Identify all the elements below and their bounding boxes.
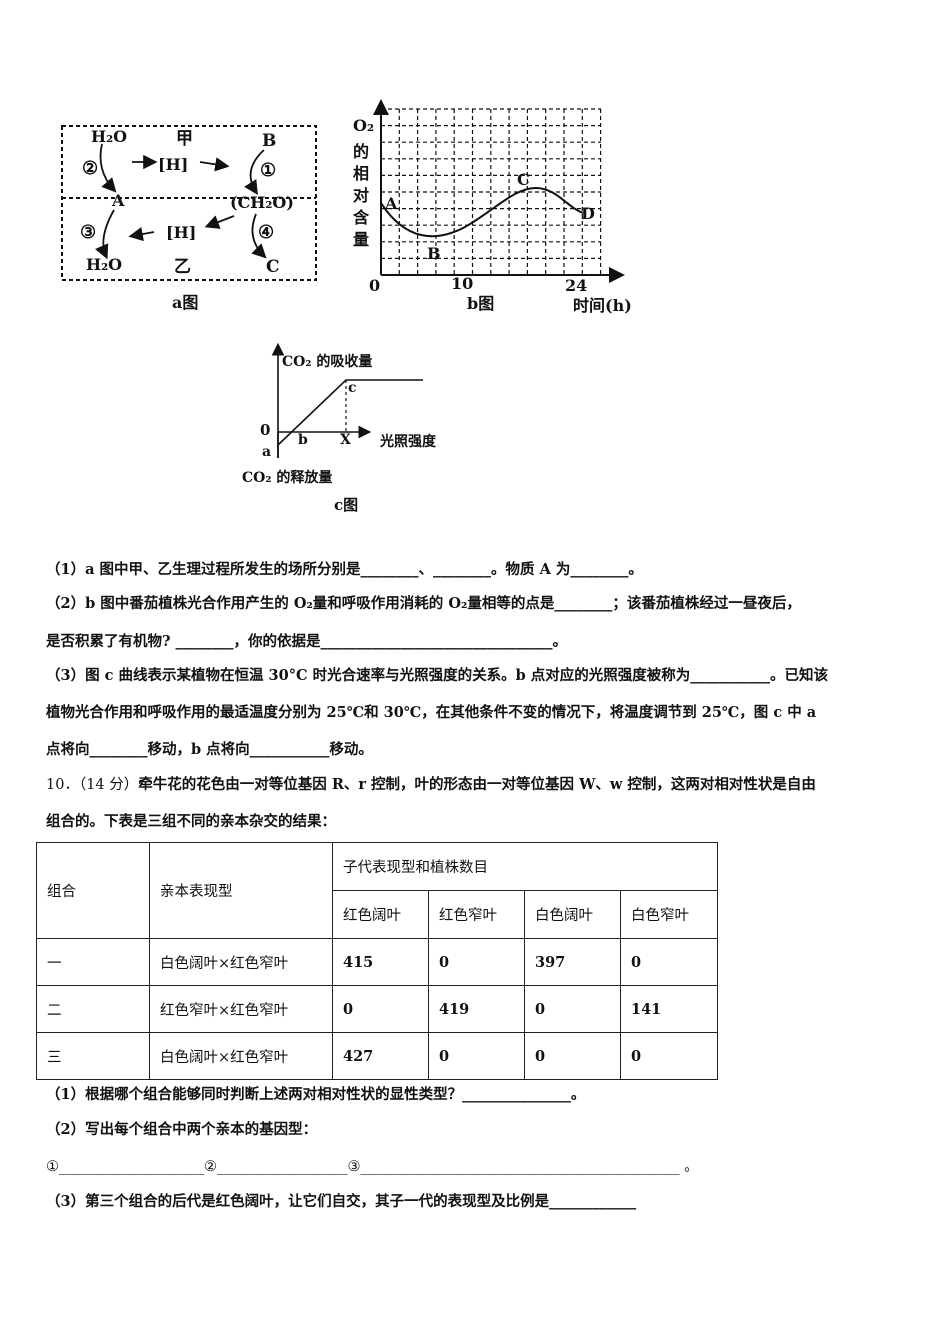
figure-b-ylabel-4: 对 xyxy=(353,186,369,205)
question-10-text: 牵牛花的花色由一对等位基因 R、r 控制，叶的形态由一对等位基因 W、w 控制，… xyxy=(138,776,816,793)
table-cell-parent: 白色阔叶×红色窄叶 xyxy=(149,938,333,986)
table-subheader-4: 白色窄叶 xyxy=(620,890,718,939)
question-10-number: 10．（14 分） xyxy=(46,777,139,793)
question-9-2: （2）b 图中番茄植株光合作用产生的 O₂量和呼吸作用消耗的 O₂量相等的点是_… xyxy=(46,595,801,612)
figure-c-point-b: b xyxy=(298,432,308,448)
question-9-1: （1）a 图中甲、乙生理过程所发生的场所分别是________、________… xyxy=(46,561,643,578)
figure-a-yi: 乙 xyxy=(174,257,191,277)
figure-b-xlabel: 时间(h) xyxy=(573,296,632,315)
figure-a-h2o-top: H₂O xyxy=(91,127,127,146)
figure-c-ylabel-bottom: CO₂ 的释放量 xyxy=(242,469,332,486)
table-cell-parent: 白色阔叶×红色窄叶 xyxy=(149,1032,333,1080)
question-9-3: （3）图 c 曲线表示某植物在恒温 30°C 时光合速率与光照强度的关系。b 点… xyxy=(46,667,829,684)
table-cell-value: 415 xyxy=(332,938,429,986)
figure-a-border xyxy=(61,125,317,281)
figure-b-curve xyxy=(380,186,584,238)
figure-b-ylabel-2: 的 xyxy=(353,142,369,161)
figure-c-caption: c图 xyxy=(334,496,358,514)
table-row: 一 白色阔叶×红色窄叶 415 0 397 0 xyxy=(36,938,718,986)
question-9-3-cont2: 点将向________移动，b 点将向___________移动。 xyxy=(46,741,373,758)
table-subheader-2: 红色窄叶 xyxy=(428,890,525,939)
table-cell-value: 427 xyxy=(332,1032,429,1080)
table-cell-value: 419 xyxy=(428,985,525,1033)
table-row: 二 红色窄叶×红色窄叶 0 419 0 141 xyxy=(36,985,718,1033)
table-cell-parent: 红色窄叶×红色窄叶 xyxy=(149,985,333,1033)
table-cell-value: 397 xyxy=(524,938,621,986)
table-cell-value: 0 xyxy=(620,938,718,986)
figure-b-origin: 0 xyxy=(369,276,380,295)
figure-b-point-d: D xyxy=(581,204,595,223)
figure-a-ch2o: (CH₂O) xyxy=(230,193,294,212)
table-cell-group: 二 xyxy=(36,985,150,1033)
results-table: 组合 亲本表现型 子代表现型和植株数目 红色阔叶 红色窄叶 白色阔叶 白色窄叶 … xyxy=(36,842,718,1080)
table-cell-group: 一 xyxy=(36,938,150,986)
figure-a-h-top: [H] xyxy=(158,155,188,174)
figure-c: CO₂ 的吸收量 0 a b c X 光照强度 CO₂ 的释放量 c图 xyxy=(242,342,437,514)
question-10-1: （1）根据哪个组合能够同时判断上述两对相对性状的显性类型？___________… xyxy=(46,1086,586,1103)
question-10-2-blanks: ①____________________②__________________… xyxy=(46,1159,699,1175)
figure-a-a: A xyxy=(111,191,125,210)
figure-b-ylabel-5: 含 xyxy=(353,208,370,227)
figure-b-point-c: C xyxy=(517,170,530,189)
question-9-2-cont: 是否积累了有机物? ________，你的依据是________________… xyxy=(46,633,568,650)
figure-a-h-bottom: [H] xyxy=(166,223,196,242)
question-10-intro: 10．（14 分）牵牛花的花色由一对等位基因 R、r 控制，叶的形态由一对等位基… xyxy=(46,775,916,795)
figure-b-tick-10: 10 xyxy=(451,274,473,293)
figure-c-xlabel: 光照强度 xyxy=(379,433,437,450)
figure-a-b: B xyxy=(262,131,276,151)
table-cell-value: 0 xyxy=(332,985,429,1033)
figure-c-point-x: X xyxy=(340,432,351,448)
question-10-2: （2）写出每个组合中两个亲本的基因型： xyxy=(46,1121,318,1138)
figure-a-h2o-bottom: H₂O xyxy=(86,255,122,274)
figure-a-c: C xyxy=(266,257,280,277)
figure-b-grid xyxy=(380,108,602,276)
table-header-parent: 亲本表现型 xyxy=(149,842,333,939)
question-10-intro-cont: 组合的。下表是三组不同的亲本杂交的结果： xyxy=(46,813,336,830)
table-subheader-1: 红色阔叶 xyxy=(332,890,429,939)
figure-c-ylabel-top: CO₂ 的吸收量 xyxy=(282,353,372,370)
figure-a-step2: ② xyxy=(82,158,98,179)
question-9-3-cont: 植物光合作用和呼吸作用的最适温度分别为 25℃和 30℃，在其他条件不变的情况下… xyxy=(46,704,817,721)
table-row: 三 白色阔叶×红色窄叶 427 0 0 0 xyxy=(36,1032,718,1080)
figure-c-point-a: a xyxy=(262,444,271,460)
table-header-group: 组合 xyxy=(36,842,150,939)
table-header-offspring: 子代表现型和植株数目 xyxy=(332,842,718,891)
figure-b-ylabel-1: O₂ xyxy=(353,116,374,135)
figure-a-caption: a图 xyxy=(172,293,198,312)
figure-b-tick-24: 24 xyxy=(565,276,587,295)
table-cell-value: 0 xyxy=(428,938,525,986)
question-10-3: （3）第三个组合的后代是红色阔叶，让它们自交，其子一代的表现型及比例是_____… xyxy=(46,1193,637,1210)
figure-a-step3: ③ xyxy=(80,222,96,243)
table-cell-value: 0 xyxy=(620,1032,718,1080)
figure-b-ylabel-3: 相 xyxy=(353,164,369,183)
figure-a: H₂O 甲 B ② [H] ① A (CH₂O) ③ [H] ④ H₂O 乙 C… xyxy=(61,125,317,312)
figure-a-jia: 甲 xyxy=(176,129,193,149)
table-cell-value: 0 xyxy=(524,1032,621,1080)
figure-b-point-a: A xyxy=(384,194,398,213)
figure-c-origin: 0 xyxy=(260,421,270,439)
figure-b: O₂ 的 相 对 含 量 A B C D 0 10 24 b图 时间(h) xyxy=(353,99,632,315)
figure-b-caption: b图 xyxy=(467,294,494,313)
table-cell-value: 0 xyxy=(428,1032,525,1080)
table-subheader-3: 白色阔叶 xyxy=(524,890,621,939)
table-cell-value: 0 xyxy=(524,985,621,1033)
table-cell-group: 三 xyxy=(36,1032,150,1080)
figure-a-step4: ④ xyxy=(258,222,274,243)
figure-c-point-c: c xyxy=(348,380,357,396)
figure-b-ylabel-6: 量 xyxy=(353,230,369,249)
figure-b-point-b: B xyxy=(427,244,441,263)
figure-a-step1: ① xyxy=(260,160,276,181)
table-cell-value: 141 xyxy=(620,985,718,1033)
